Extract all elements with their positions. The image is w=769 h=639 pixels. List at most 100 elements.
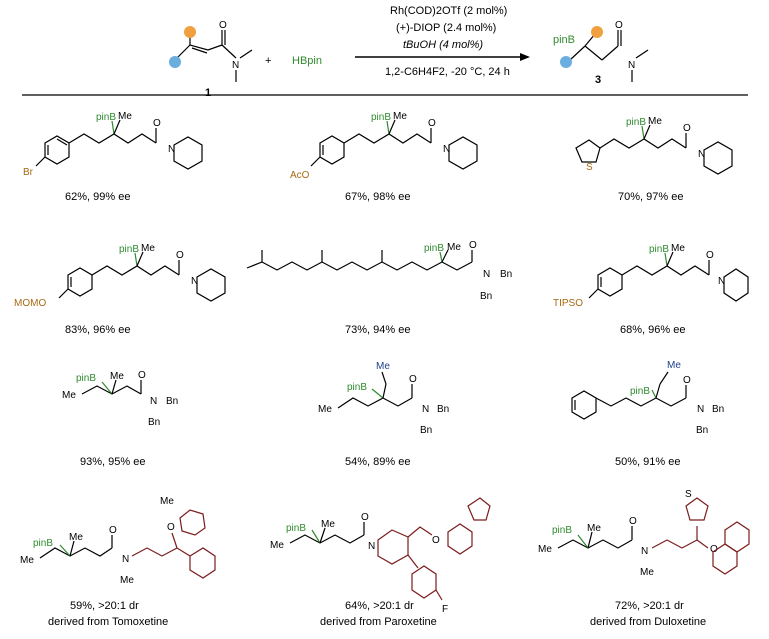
reagent-hbpin: HBpin: [292, 55, 322, 67]
ether-o: O: [167, 522, 175, 533]
bn-label: Bn: [712, 404, 724, 415]
n-label: N: [150, 396, 157, 407]
pinb-label: pinB: [649, 244, 669, 255]
conditions-line1: Rh(COD)2OTf (2 mol%): [390, 5, 507, 17]
pinb-label: pinB: [630, 386, 650, 397]
pinb-label: pinB: [76, 373, 96, 384]
product-11-derived: derived from Paroxetine: [320, 616, 437, 628]
product-pinb: pinB: [553, 34, 575, 46]
me-label: Me: [110, 371, 124, 382]
arrowhead: [520, 53, 530, 61]
n-label: N: [168, 144, 175, 155]
n-label: N: [698, 149, 705, 160]
product-3-structure: S pinB Me O N: [575, 116, 733, 175]
pinb-label: pinB: [371, 112, 391, 123]
n-label: N: [422, 404, 429, 415]
o-label: O: [138, 370, 146, 381]
bn-label-2: Bn: [480, 291, 492, 302]
o-label: O: [683, 375, 691, 386]
bn-label-2: Bn: [420, 425, 432, 436]
o-label: O: [428, 118, 436, 129]
product-10-yield: 59%, >20:1 dr: [70, 600, 139, 612]
br-label: Br: [23, 167, 34, 178]
o-label: O: [683, 123, 691, 134]
product-11-structure: Me pinB Me O N O F: [270, 497, 491, 615]
product-blue: [560, 56, 572, 68]
pinb-label: pinB: [347, 382, 367, 393]
product-o: O: [615, 20, 623, 31]
me-label: Me: [671, 243, 685, 254]
product-6-yield: 68%, 96% ee: [620, 324, 685, 336]
pinb-label: pinB: [33, 538, 53, 549]
me-label: Me: [141, 243, 155, 254]
f-label: F: [442, 604, 448, 615]
product-10-structure: Me pinB Me O N Me O Me: [20, 496, 216, 586]
product-number: 3: [595, 74, 601, 86]
reactant-number: 1: [205, 87, 211, 99]
me-label-blue: Me: [376, 361, 390, 372]
product-4-structure: MOMO pinB Me O N: [14, 243, 226, 309]
me-label: Me: [321, 519, 335, 530]
pinb-label: pinB: [119, 244, 139, 255]
product-1-structure: Br pinB Me O N: [23, 111, 203, 178]
o-label: O: [153, 118, 161, 129]
product-5-structure: pinB Me O N Bn Bn: [246, 240, 512, 302]
o-label: O: [176, 250, 184, 261]
n-label: N: [191, 276, 198, 287]
conditions-line2: (+)-DIOP (2.4 mol%): [396, 22, 496, 34]
product-orange: [591, 26, 603, 38]
me-label: Me: [587, 523, 601, 534]
bn-label-2: Bn: [696, 425, 708, 436]
pinb-label: pinB: [552, 525, 572, 536]
carbonyl-o: O: [219, 20, 227, 31]
conditions-line4: 1,2-C6H4F2, -20 °C, 24 h: [385, 66, 510, 78]
o-label: O: [469, 240, 477, 251]
product-4-yield: 83%, 96% ee: [65, 324, 130, 336]
tipso-label: TIPSO: [553, 298, 583, 309]
pinb-label: pinB: [424, 243, 444, 254]
s-label: S: [586, 162, 593, 173]
me-label: Me: [648, 116, 662, 127]
product-2-yield: 67%, 98% ee: [345, 191, 410, 203]
aco-label: AcO: [290, 170, 310, 181]
aryl-me-label: Me: [160, 496, 174, 507]
n-me-label: Me: [640, 567, 654, 578]
product-8-structure: Me pinB Me O N Bn Bn: [318, 361, 449, 436]
o-label: O: [629, 516, 637, 527]
reactant-1: O N 1: [169, 20, 253, 99]
product-12-derived: derived from Duloxetine: [590, 616, 706, 628]
thiophene-s: S: [685, 489, 692, 500]
pinb-label: pinB: [286, 523, 306, 534]
me-chain-label: Me: [20, 555, 34, 566]
me-label: Me: [393, 111, 407, 122]
me-label: Me: [447, 242, 461, 253]
me-chain-label: Me: [62, 390, 76, 401]
o-label: O: [361, 512, 369, 523]
product-8-yield: 54%, 89% ee: [345, 456, 410, 468]
n-label: N: [483, 269, 490, 280]
product-9-structure: pinB Me O N Bn Bn: [571, 360, 724, 436]
product-12-yield: 72%, >20:1 dr: [615, 600, 684, 612]
product-1-yield: 62%, 99% ee: [65, 191, 130, 203]
product-9-yield: 50%, 91% ee: [615, 456, 680, 468]
amide-n: N: [232, 60, 239, 71]
conditions-line3: tBuOH (4 mol%): [403, 39, 483, 51]
plus-sign: +: [265, 55, 271, 67]
pinb-label: pinB: [626, 117, 646, 128]
product-2-structure: AcO pinB Me O N: [290, 111, 478, 181]
n-label: N: [443, 144, 450, 155]
n-label: N: [718, 276, 725, 287]
o-label: O: [706, 250, 714, 261]
n-label: N: [641, 546, 648, 557]
bn-label-2: Bn: [148, 417, 160, 428]
ether-o: O: [710, 544, 718, 555]
o-label: O: [109, 525, 117, 536]
product-7-yield: 93%, 95% ee: [80, 456, 145, 468]
me-label: Me: [69, 532, 83, 543]
pinb-label: pinB: [96, 112, 116, 123]
product-7-structure: Me pinB Me O N Bn Bn: [62, 370, 178, 428]
me-label: Me: [118, 111, 132, 122]
me-chain-label: Me: [538, 544, 552, 555]
n-label: N: [368, 541, 375, 552]
